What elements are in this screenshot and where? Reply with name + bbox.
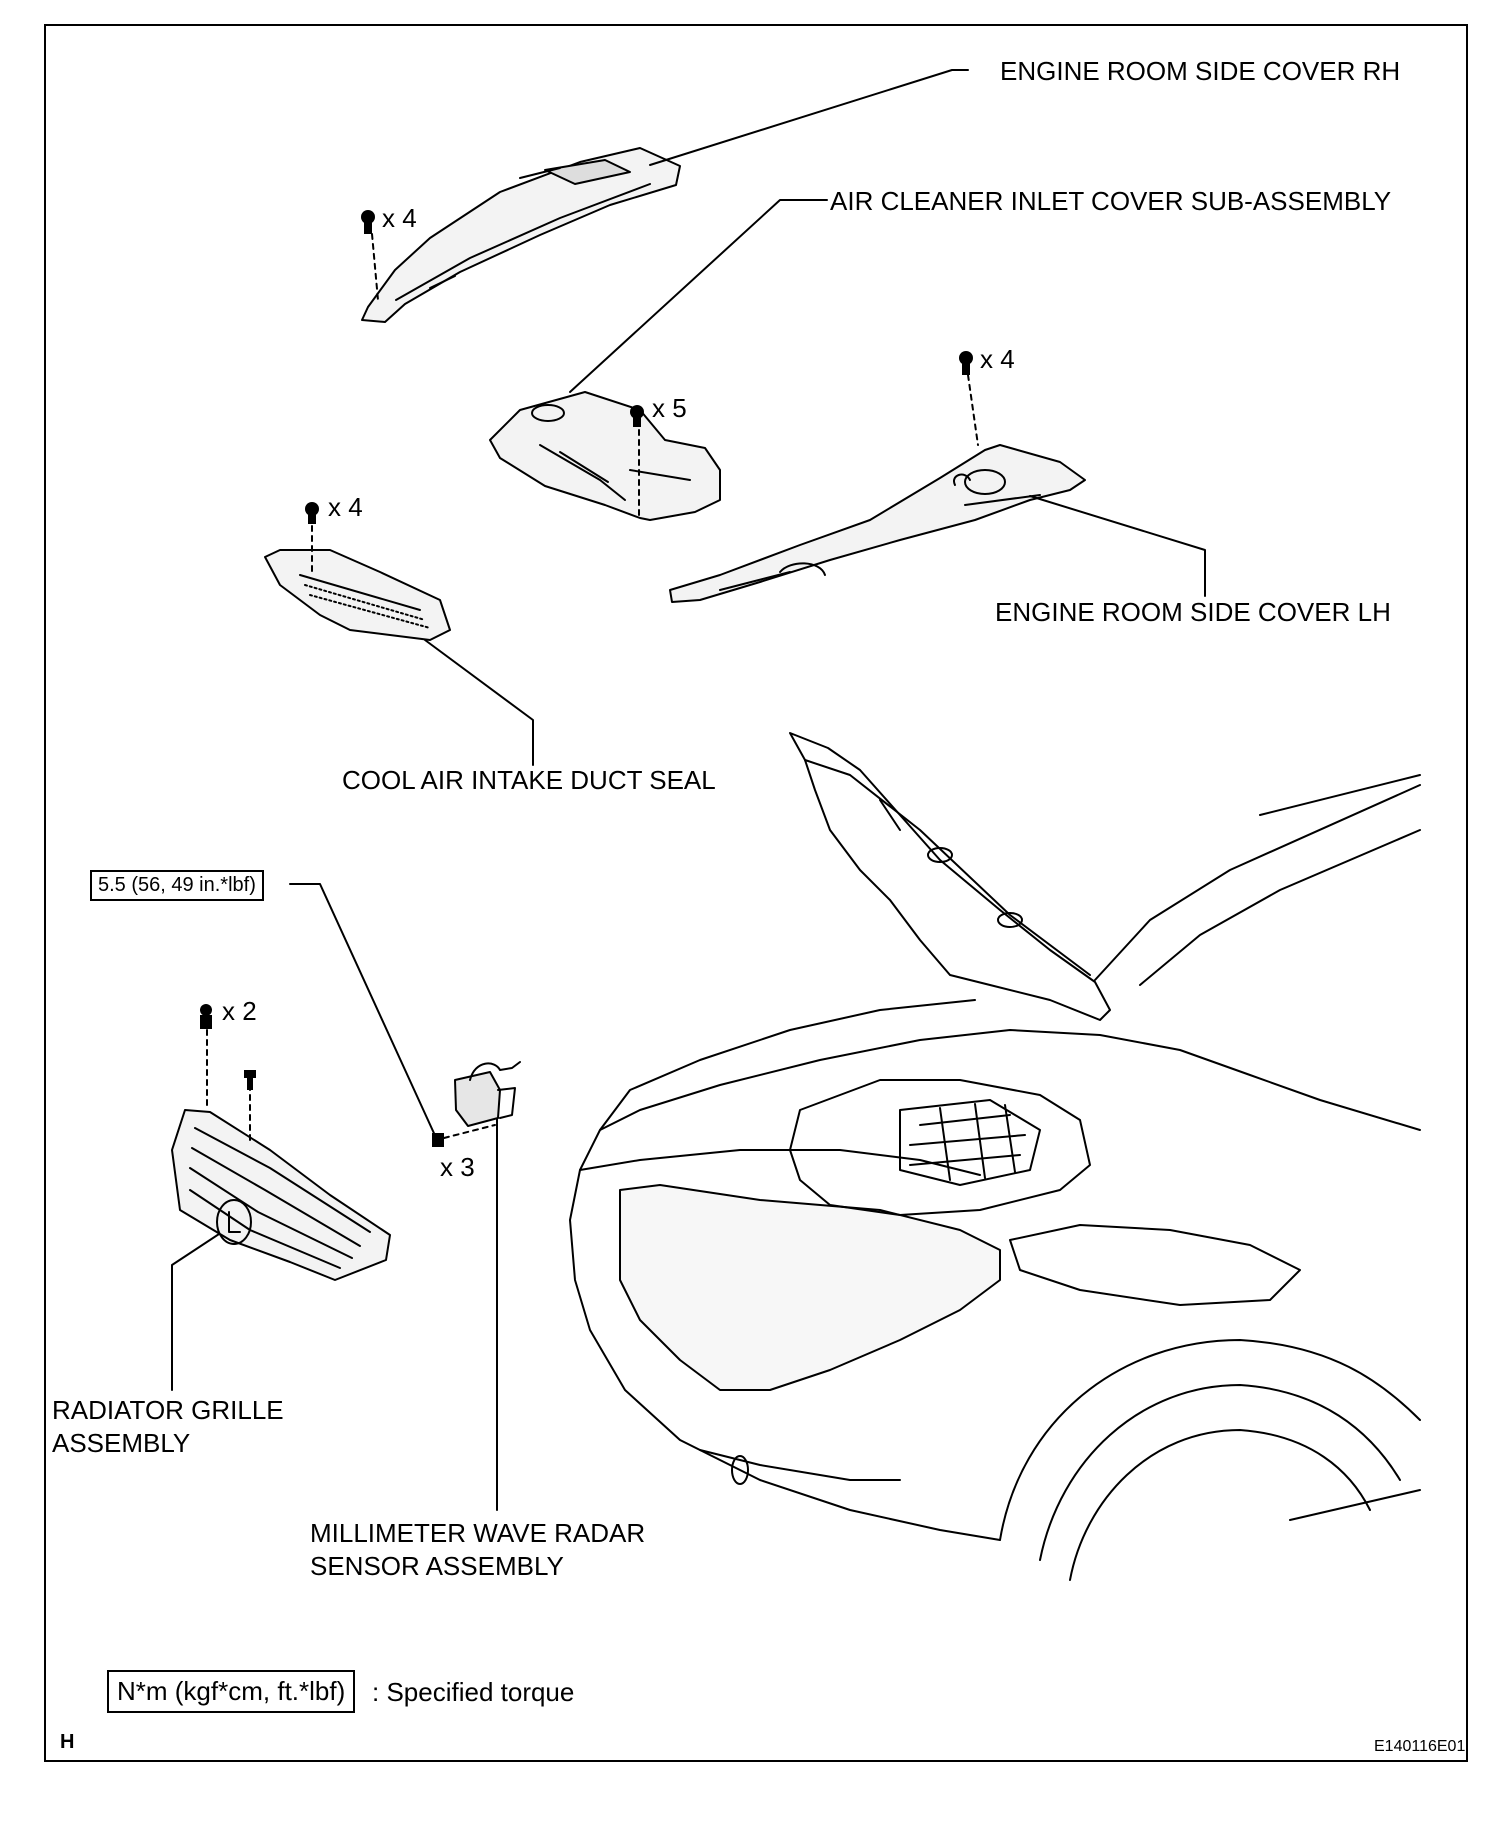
cool-air-intake-duct-seal-part bbox=[264, 549, 451, 641]
label-radiator-grille-line2: ASSEMBLY bbox=[52, 1428, 191, 1458]
qty-lh-clips: x 4 bbox=[980, 344, 1015, 374]
torque-spec-box: 5.5 (56, 49 in.*lbf) bbox=[90, 870, 264, 901]
radar-bolt-line bbox=[443, 1124, 496, 1139]
rh-clip-line bbox=[371, 233, 379, 301]
lh-clip-line bbox=[967, 374, 979, 446]
label-air-cleaner-inlet-cover: AIR CLEANER INLET COVER SUB-ASSEMBLY bbox=[830, 186, 1392, 216]
leader-radar-torque bbox=[289, 883, 439, 1143]
leader-seal bbox=[424, 639, 534, 766]
nut-icon bbox=[432, 1133, 444, 1147]
diagram-frame bbox=[44, 24, 1468, 1762]
mmw-radar-sensor-part bbox=[454, 1061, 521, 1127]
label-cool-air-intake-duct-seal: COOL AIR INTAKE DUCT SEAL bbox=[342, 765, 716, 795]
bolt-icon bbox=[244, 1070, 256, 1090]
clip-icon bbox=[200, 210, 973, 1029]
engine-room-side-cover-rh-part bbox=[361, 147, 681, 323]
label-radiator-grille-line1: RADIATOR GRILLE bbox=[52, 1395, 284, 1425]
leader-rh bbox=[649, 69, 969, 166]
qty-grille-clips: x 2 bbox=[222, 996, 257, 1026]
label-mmw-radar-line2: SENSOR ASSEMBLY bbox=[310, 1551, 564, 1581]
legend-description: : Specified torque bbox=[372, 1677, 575, 1707]
figure-id: E140116E01 bbox=[1374, 1738, 1466, 1755]
engine-room-side-cover-lh-part bbox=[669, 444, 1086, 603]
legend-unit-box: N*m (kgf*cm, ft.*lbf) bbox=[107, 1670, 356, 1713]
qty-rh-clips: x 4 bbox=[382, 203, 417, 233]
radiator-grille-part bbox=[171, 1109, 391, 1281]
vehicle-front-view bbox=[569, 732, 1421, 1581]
qty-radar-bolts: x 3 bbox=[440, 1152, 475, 1182]
qty-inlet-clips: x 5 bbox=[652, 393, 687, 423]
label-engine-room-side-cover-lh: ENGINE ROOM SIDE COVER LH bbox=[995, 597, 1391, 627]
label-mmw-radar-line1: MILLIMETER WAVE RADAR bbox=[310, 1518, 646, 1548]
qty-seal-clips: x 4 bbox=[328, 492, 363, 522]
label-engine-room-side-cover-rh: ENGINE ROOM SIDE COVER RH bbox=[1000, 56, 1401, 86]
corner-letter: H bbox=[60, 1731, 75, 1753]
leader-lh bbox=[1029, 495, 1206, 597]
leader-inlet bbox=[569, 199, 828, 393]
